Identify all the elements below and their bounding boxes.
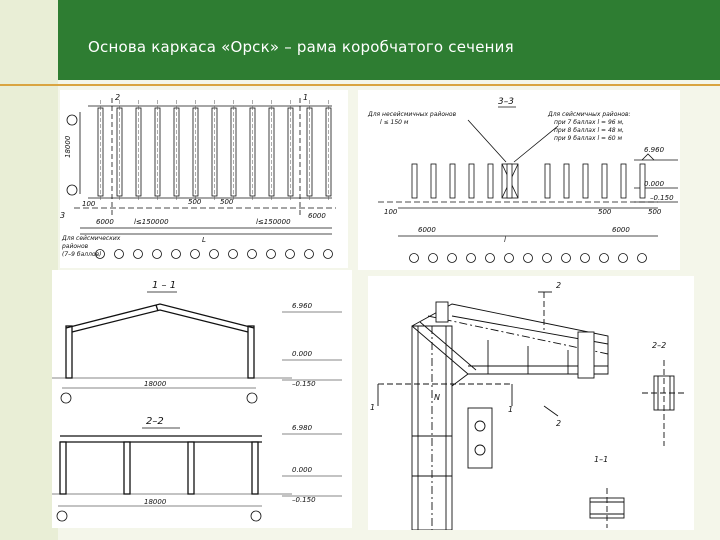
- section-mark-2-top: 2: [115, 93, 120, 102]
- detail-mark-2-top: 2: [556, 281, 561, 290]
- frame22-title: 2–2: [146, 416, 164, 427]
- s33-column: [639, 163, 646, 199]
- section-3-3-drawing: 3–3 Для несейсмичных районов l ≤ 150 м Д…: [367, 97, 678, 263]
- s33-axis-bubble: [523, 253, 533, 263]
- slide-header: Основа каркаса «Орск» – рама коробчатого…: [58, 0, 720, 80]
- frame11-span: 18000: [144, 380, 167, 388]
- frame11-elev-bottom: –0.150: [292, 380, 316, 388]
- frame22-elev-zero: 0.000: [292, 466, 313, 474]
- cut-mark-3: 3: [60, 211, 65, 220]
- s33-axis-bubble: [618, 253, 628, 263]
- plan-axis-bubble: [171, 249, 181, 259]
- s33-dim-100: 100: [384, 208, 398, 216]
- note-line-2: районов: [61, 243, 89, 250]
- s33-column: [411, 163, 418, 199]
- s33-column: [620, 163, 627, 199]
- plan-axis-bubble: [209, 249, 219, 259]
- s33-axis-bubble: [409, 253, 419, 263]
- s33-axis-bubble: [447, 253, 457, 263]
- frame22-span: 18000: [144, 498, 167, 506]
- dim-total-right: l≤150000: [256, 218, 291, 226]
- frame22-elev-bottom: –0.150: [292, 496, 316, 504]
- left-stripe: [0, 0, 58, 540]
- s33-dim-500b: 500: [648, 208, 662, 216]
- s33-dim-l: l: [504, 236, 506, 244]
- accent-line: [0, 84, 720, 86]
- dim-l: L: [202, 236, 206, 244]
- frame22-elev-top: 6.980: [292, 424, 313, 432]
- detail-panel: 2 2 1 1 N 2–2 1–1: [368, 276, 694, 531]
- s33-dim-6000-left: 6000: [418, 226, 436, 234]
- s33-note-right-1: Для сейсмичных районов:: [547, 111, 631, 118]
- plan-axis-bubble: [152, 249, 162, 259]
- s33-elev-top: 6.960: [644, 146, 665, 154]
- s33-axis-bubble: [485, 253, 495, 263]
- dim-6000: 6000: [96, 218, 114, 226]
- s33-axis-bubble: [542, 253, 552, 263]
- s33-axis-bubble: [428, 253, 438, 263]
- s33-column: [506, 163, 513, 199]
- s33-note-left-1: Для несейсмичных районов: [367, 111, 457, 118]
- s33-axis-bubble: [561, 253, 571, 263]
- frames-drawing: 1 – 1 6.960 0.000 –0.150 18000 2–2: [52, 280, 342, 522]
- plan-axis-bubble: [266, 249, 276, 259]
- s33-column: [487, 163, 494, 199]
- note-line-3: (7–9 баллов): [62, 251, 101, 258]
- dim-total-left: l≤150000: [134, 218, 169, 226]
- s33-axis-bubble: [580, 253, 590, 263]
- dim-500a: 500: [188, 198, 202, 206]
- plan-axis-bubble: [133, 249, 143, 259]
- s33-column: [601, 163, 608, 199]
- plan-axis-bubble: [190, 249, 200, 259]
- s33-column: [582, 163, 589, 199]
- slide-title: Основа каркаса «Орск» – рама коробчатого…: [88, 38, 514, 56]
- detail-mark-1-right: 1: [508, 405, 513, 414]
- s33-axis-bubble: [466, 253, 476, 263]
- s33-column: [430, 163, 437, 199]
- dim-500b: 500: [220, 198, 234, 206]
- s33-note-right-3: при 8 баллах l = 48 м,: [554, 127, 624, 134]
- plan-axis-bubble: [228, 249, 238, 259]
- s33-dim-500: 500: [598, 208, 612, 216]
- plan-axis-bubble: [304, 249, 314, 259]
- section-mark-1-top: 1: [303, 93, 308, 102]
- plan-drawing: 2 1 18000 100 3 500 500 6000 l≤150000 l≤…: [60, 93, 336, 259]
- frame11-title: 1 – 1: [152, 280, 176, 291]
- detail-mark-2-bottom: 2: [556, 419, 561, 428]
- plan-axis-bubble: [95, 249, 105, 259]
- detail-section-1-1-title: 1–1: [594, 455, 608, 464]
- s33-dim-6000-right: 6000: [612, 226, 630, 234]
- s33-column: [563, 163, 570, 199]
- s33-note-right-2: при 7 баллах l = 96 м,: [554, 119, 624, 126]
- s33-axis-bubble: [599, 253, 609, 263]
- note-line-1: Для сейсмических: [61, 235, 121, 242]
- s33-note-right-4: при 9 баллах l = 60 м: [554, 135, 622, 142]
- s33-elev-zero: 0.000: [644, 180, 665, 188]
- plan-axis-bubble: [285, 249, 295, 259]
- s33-axis-bubble: [504, 253, 514, 263]
- s33-column: [449, 163, 456, 199]
- plan-drawing-panel: 2 1 18000 100 3 500 500 6000 l≤150000 l≤…: [60, 90, 348, 268]
- dim-100: 100: [82, 200, 96, 208]
- s33-axis-bubble: [637, 253, 647, 263]
- dim-6000-right: 6000: [308, 212, 326, 220]
- detail-mark-1-left: 1: [370, 403, 375, 412]
- dim-height: 18000: [64, 135, 72, 158]
- s33-column: [544, 163, 551, 199]
- frame11-elev-zero: 0.000: [292, 350, 313, 358]
- frame11-elev-top: 6.960: [292, 302, 313, 310]
- plan-axis-bubble: [247, 249, 257, 259]
- s33-note-left-2: l ≤ 150 м: [380, 119, 409, 126]
- s33-column: [468, 163, 475, 199]
- knee-joint-drawing: 2 2 1 1 N 2–2 1–1: [370, 281, 686, 531]
- s33-elev-bottom: –0.150: [650, 194, 674, 202]
- detail-section-2-2-title: 2–2: [652, 341, 666, 350]
- plan-axis-bubble: [323, 249, 333, 259]
- section-3-3-title: 3–3: [498, 97, 514, 107]
- frames-panel: 1 – 1 6.960 0.000 –0.150 18000 2–2: [52, 270, 352, 528]
- detail-label-n: N: [434, 393, 440, 402]
- plan-axis-bubble: [114, 249, 124, 259]
- section-3-3-panel: 3–3 Для несейсмичных районов l ≤ 150 м Д…: [358, 90, 680, 270]
